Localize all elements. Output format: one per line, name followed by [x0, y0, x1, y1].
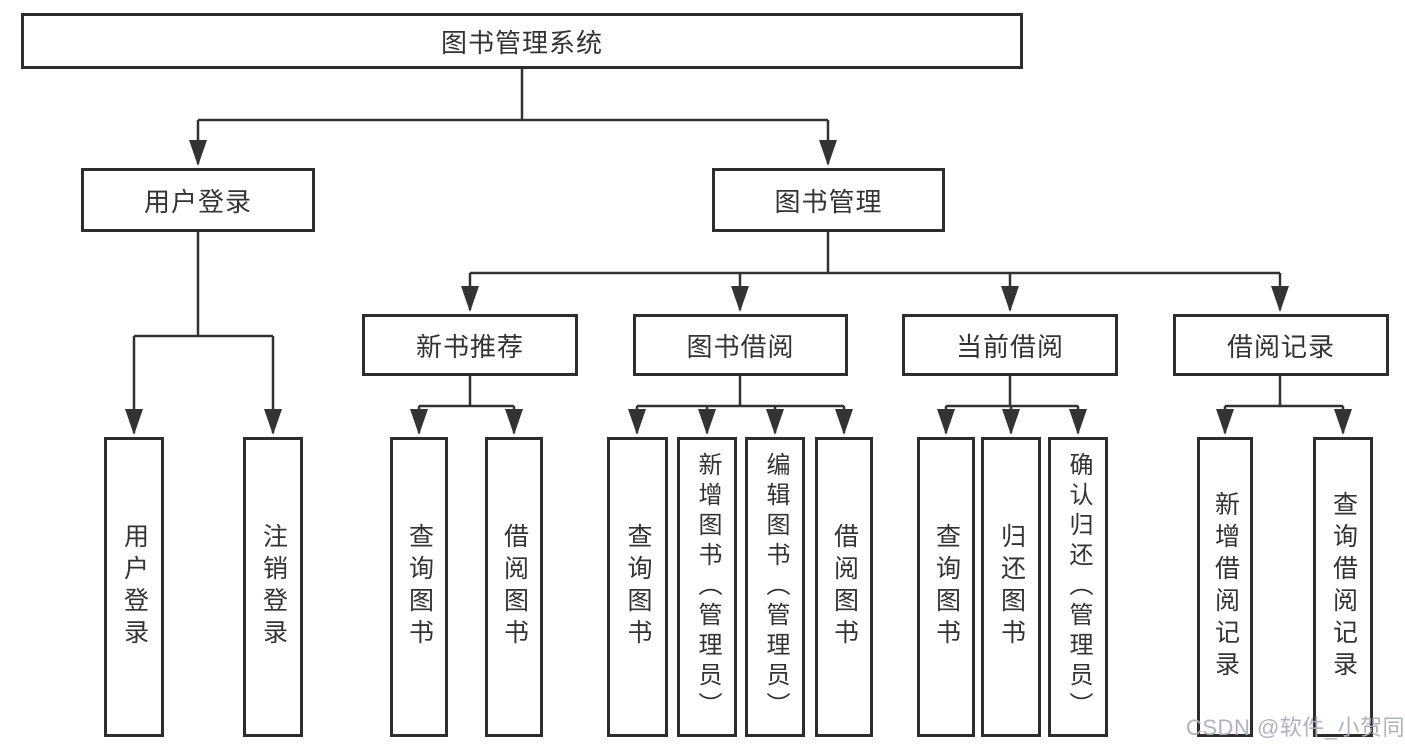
node-book-management: 图书管理: [712, 168, 945, 232]
leaf-bb-add-books-admin: 新增图书（管理员）: [677, 437, 737, 737]
csdn-watermark: CSDN @软件_小贺同学: [1186, 715, 1405, 740]
leaf-cb-return-books: 归还图书: [981, 437, 1041, 737]
node-label: 查询图书: [932, 523, 961, 651]
node-label: 图书管理: [774, 186, 883, 217]
leaf-user-login: 用户登录: [104, 437, 164, 737]
node-label: 查询图书: [624, 523, 652, 651]
node-label: 用户登录: [120, 523, 149, 651]
node-root-library-management-system: 图书管理系统: [21, 13, 1023, 69]
node-user-login: 用户登录: [81, 168, 315, 232]
leaf-br-add-record: 新增借阅记录: [1197, 437, 1253, 737]
node-label: 查询图书: [405, 523, 434, 651]
node-label: 新书推荐: [415, 331, 524, 362]
node-label: 图书借阅: [686, 331, 795, 362]
node-label: 编辑图书（管理员）: [762, 452, 789, 722]
leaf-nbr-query-books: 查询图书: [390, 437, 448, 737]
node-label: 新增图书（管理员）: [694, 452, 721, 722]
node-label: 确认归还（管理员）: [1065, 452, 1092, 722]
leaf-nbr-borrow-books: 借阅图书: [485, 437, 543, 737]
node-label: 查询借阅记录: [1329, 491, 1358, 683]
node-label: 当前借阅: [955, 331, 1064, 362]
node-label: 借阅图书: [830, 523, 859, 651]
leaf-bb-query-books: 查询图书: [607, 437, 668, 737]
node-label: 图书管理系统: [440, 27, 603, 58]
node-label: 归还图书: [997, 523, 1026, 651]
node-borrowing-records: 借阅记录: [1173, 314, 1389, 376]
node-label: 借阅记录: [1226, 331, 1335, 362]
node-label: 用户登录: [143, 186, 252, 217]
node-current-borrowing: 当前借阅: [902, 314, 1118, 376]
leaf-br-query-record: 查询借阅记录: [1313, 437, 1373, 737]
leaf-bb-edit-books-admin: 编辑图书（管理员）: [745, 437, 805, 737]
node-label: 新增借阅记录: [1211, 491, 1240, 683]
node-new-book-recommend: 新书推荐: [362, 314, 578, 376]
node-book-borrowing: 图书借阅: [633, 314, 848, 376]
leaf-cb-query-books: 查询图书: [917, 437, 975, 737]
node-label: 借阅图书: [500, 523, 529, 651]
leaf-bb-borrow-books: 借阅图书: [815, 437, 873, 737]
leaf-cb-confirm-return-admin: 确认归还（管理员）: [1048, 437, 1108, 737]
leaf-logout-login: 注销登录: [243, 437, 303, 737]
node-label: 注销登录: [259, 523, 288, 651]
